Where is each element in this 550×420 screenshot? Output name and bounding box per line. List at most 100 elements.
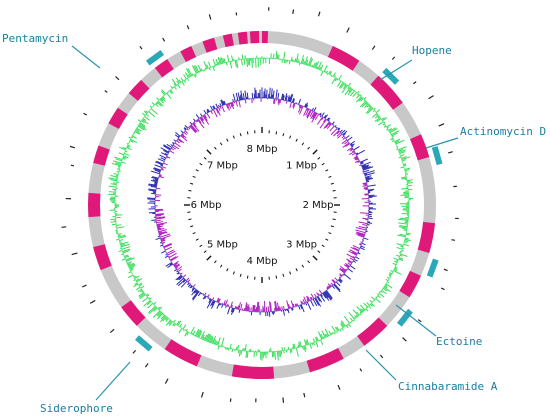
gc-skew-spike	[122, 157, 126, 160]
gc-skew-spike	[201, 334, 205, 340]
gc-skew-spike	[355, 96, 362, 103]
gc-skew-spike	[334, 326, 339, 332]
gc-skew-spike	[391, 132, 399, 137]
gc-content-spike	[190, 286, 193, 289]
gc-content-spike	[358, 225, 367, 229]
gc-content-spike	[177, 137, 185, 144]
gc-content-spike	[355, 231, 365, 235]
gc-skew-spike	[158, 306, 163, 311]
gc-skew-spike	[172, 322, 175, 327]
gc-content-spike	[167, 150, 170, 152]
gc-skew-spike	[118, 234, 121, 237]
gc-content-spike	[297, 105, 302, 113]
gc-skew-spike	[122, 146, 127, 150]
cluster-label: Ectoine	[436, 335, 482, 348]
gc-skew-spike	[116, 224, 122, 226]
gc-content-spike	[352, 255, 356, 259]
gc-skew-spike	[320, 339, 324, 345]
gc-skew-spike	[241, 59, 243, 66]
gc-skew-spike	[156, 311, 162, 317]
gc-skew-spike	[212, 58, 216, 66]
gc-skew-spike	[343, 315, 350, 324]
gc-skew-spike	[197, 64, 202, 72]
gc-skew-spike	[251, 58, 253, 68]
gc-content-spike	[363, 183, 367, 185]
gc-skew-spike	[396, 243, 404, 246]
gc-skew-spike	[341, 320, 346, 327]
gc-content-spike	[333, 283, 341, 291]
gc-skew-spike	[390, 137, 394, 141]
gc-skew-spike	[370, 303, 373, 307]
gc-content-spike	[177, 272, 180, 275]
gc-content-spike	[151, 219, 157, 222]
gc-skew-spike	[129, 140, 134, 143]
gc-content-spike	[306, 108, 309, 111]
gc-content-spike	[311, 107, 315, 111]
gc-content-spike	[217, 298, 220, 303]
gc-content-spike	[155, 161, 163, 166]
bgc-block	[164, 339, 202, 367]
gc-skew-spike	[182, 329, 185, 332]
gc-skew-spike	[356, 306, 363, 313]
gc-content-spike	[332, 279, 337, 283]
gc-content-spike	[281, 94, 285, 101]
gc-skew-spike	[141, 290, 144, 293]
gc-skew-spike	[362, 308, 365, 312]
gc-skew-spike	[213, 339, 217, 345]
gc-content-spike	[219, 103, 222, 107]
gc-content-spike	[343, 273, 351, 280]
gc-content-spike	[187, 127, 191, 130]
cluster-marker	[135, 335, 153, 352]
gc-content-spike	[186, 128, 189, 131]
gc-skew-spike	[131, 136, 134, 139]
gc-content-spike	[183, 127, 187, 131]
bgc-block	[180, 46, 197, 62]
gc-content-spike	[354, 156, 358, 160]
gc-content-spike	[350, 246, 359, 252]
scale-tick	[192, 232, 196, 235]
gc-content-spike	[154, 164, 162, 168]
gc-content-spike	[303, 303, 305, 305]
gc-skew-spike	[401, 187, 409, 190]
gc-skew-spike	[177, 320, 182, 326]
gc-skew-spike	[341, 328, 344, 331]
gc-content-spike	[252, 304, 254, 312]
gc-skew-spike	[208, 335, 213, 343]
gc-content-spike	[288, 96, 291, 102]
gc-content-spike	[357, 252, 361, 255]
gc-content-spike	[352, 247, 360, 251]
gc-content-spike	[272, 90, 275, 99]
gc-skew-spike	[142, 118, 147, 121]
gc-content-spike	[152, 179, 158, 182]
gc-content-spike	[339, 129, 343, 133]
gc-skew-spike	[394, 267, 398, 271]
gc-skew-spike	[312, 338, 316, 343]
gc-skew-spike	[211, 338, 214, 344]
gc-content-spike	[363, 169, 370, 173]
outer-tick	[139, 46, 143, 50]
scale-tick	[282, 273, 285, 277]
gc-content-spike	[234, 305, 237, 309]
gc-skew-spike	[331, 332, 333, 335]
gc-content-spike	[230, 307, 233, 313]
gc-content-spike	[302, 299, 306, 304]
gc-content-spike	[361, 161, 371, 167]
gc-content-spike	[303, 107, 308, 117]
gc-skew-spike	[124, 153, 130, 156]
gc-content-spike	[215, 103, 219, 108]
gc-content-spike	[360, 162, 364, 165]
outer-tick	[402, 337, 407, 342]
bgc-block	[202, 37, 218, 53]
gc-content-spike	[305, 102, 309, 108]
gc-content-spike	[174, 263, 180, 268]
gc-skew-spike	[171, 78, 178, 86]
gc-content-spike	[223, 100, 226, 105]
gc-skew-spike	[365, 107, 373, 114]
gc-skew-spike	[367, 106, 372, 110]
gc-skew-spike	[238, 350, 241, 357]
gc-skew-spike	[208, 67, 211, 71]
gc-skew-spike	[115, 158, 122, 162]
bgc-block	[93, 145, 110, 166]
